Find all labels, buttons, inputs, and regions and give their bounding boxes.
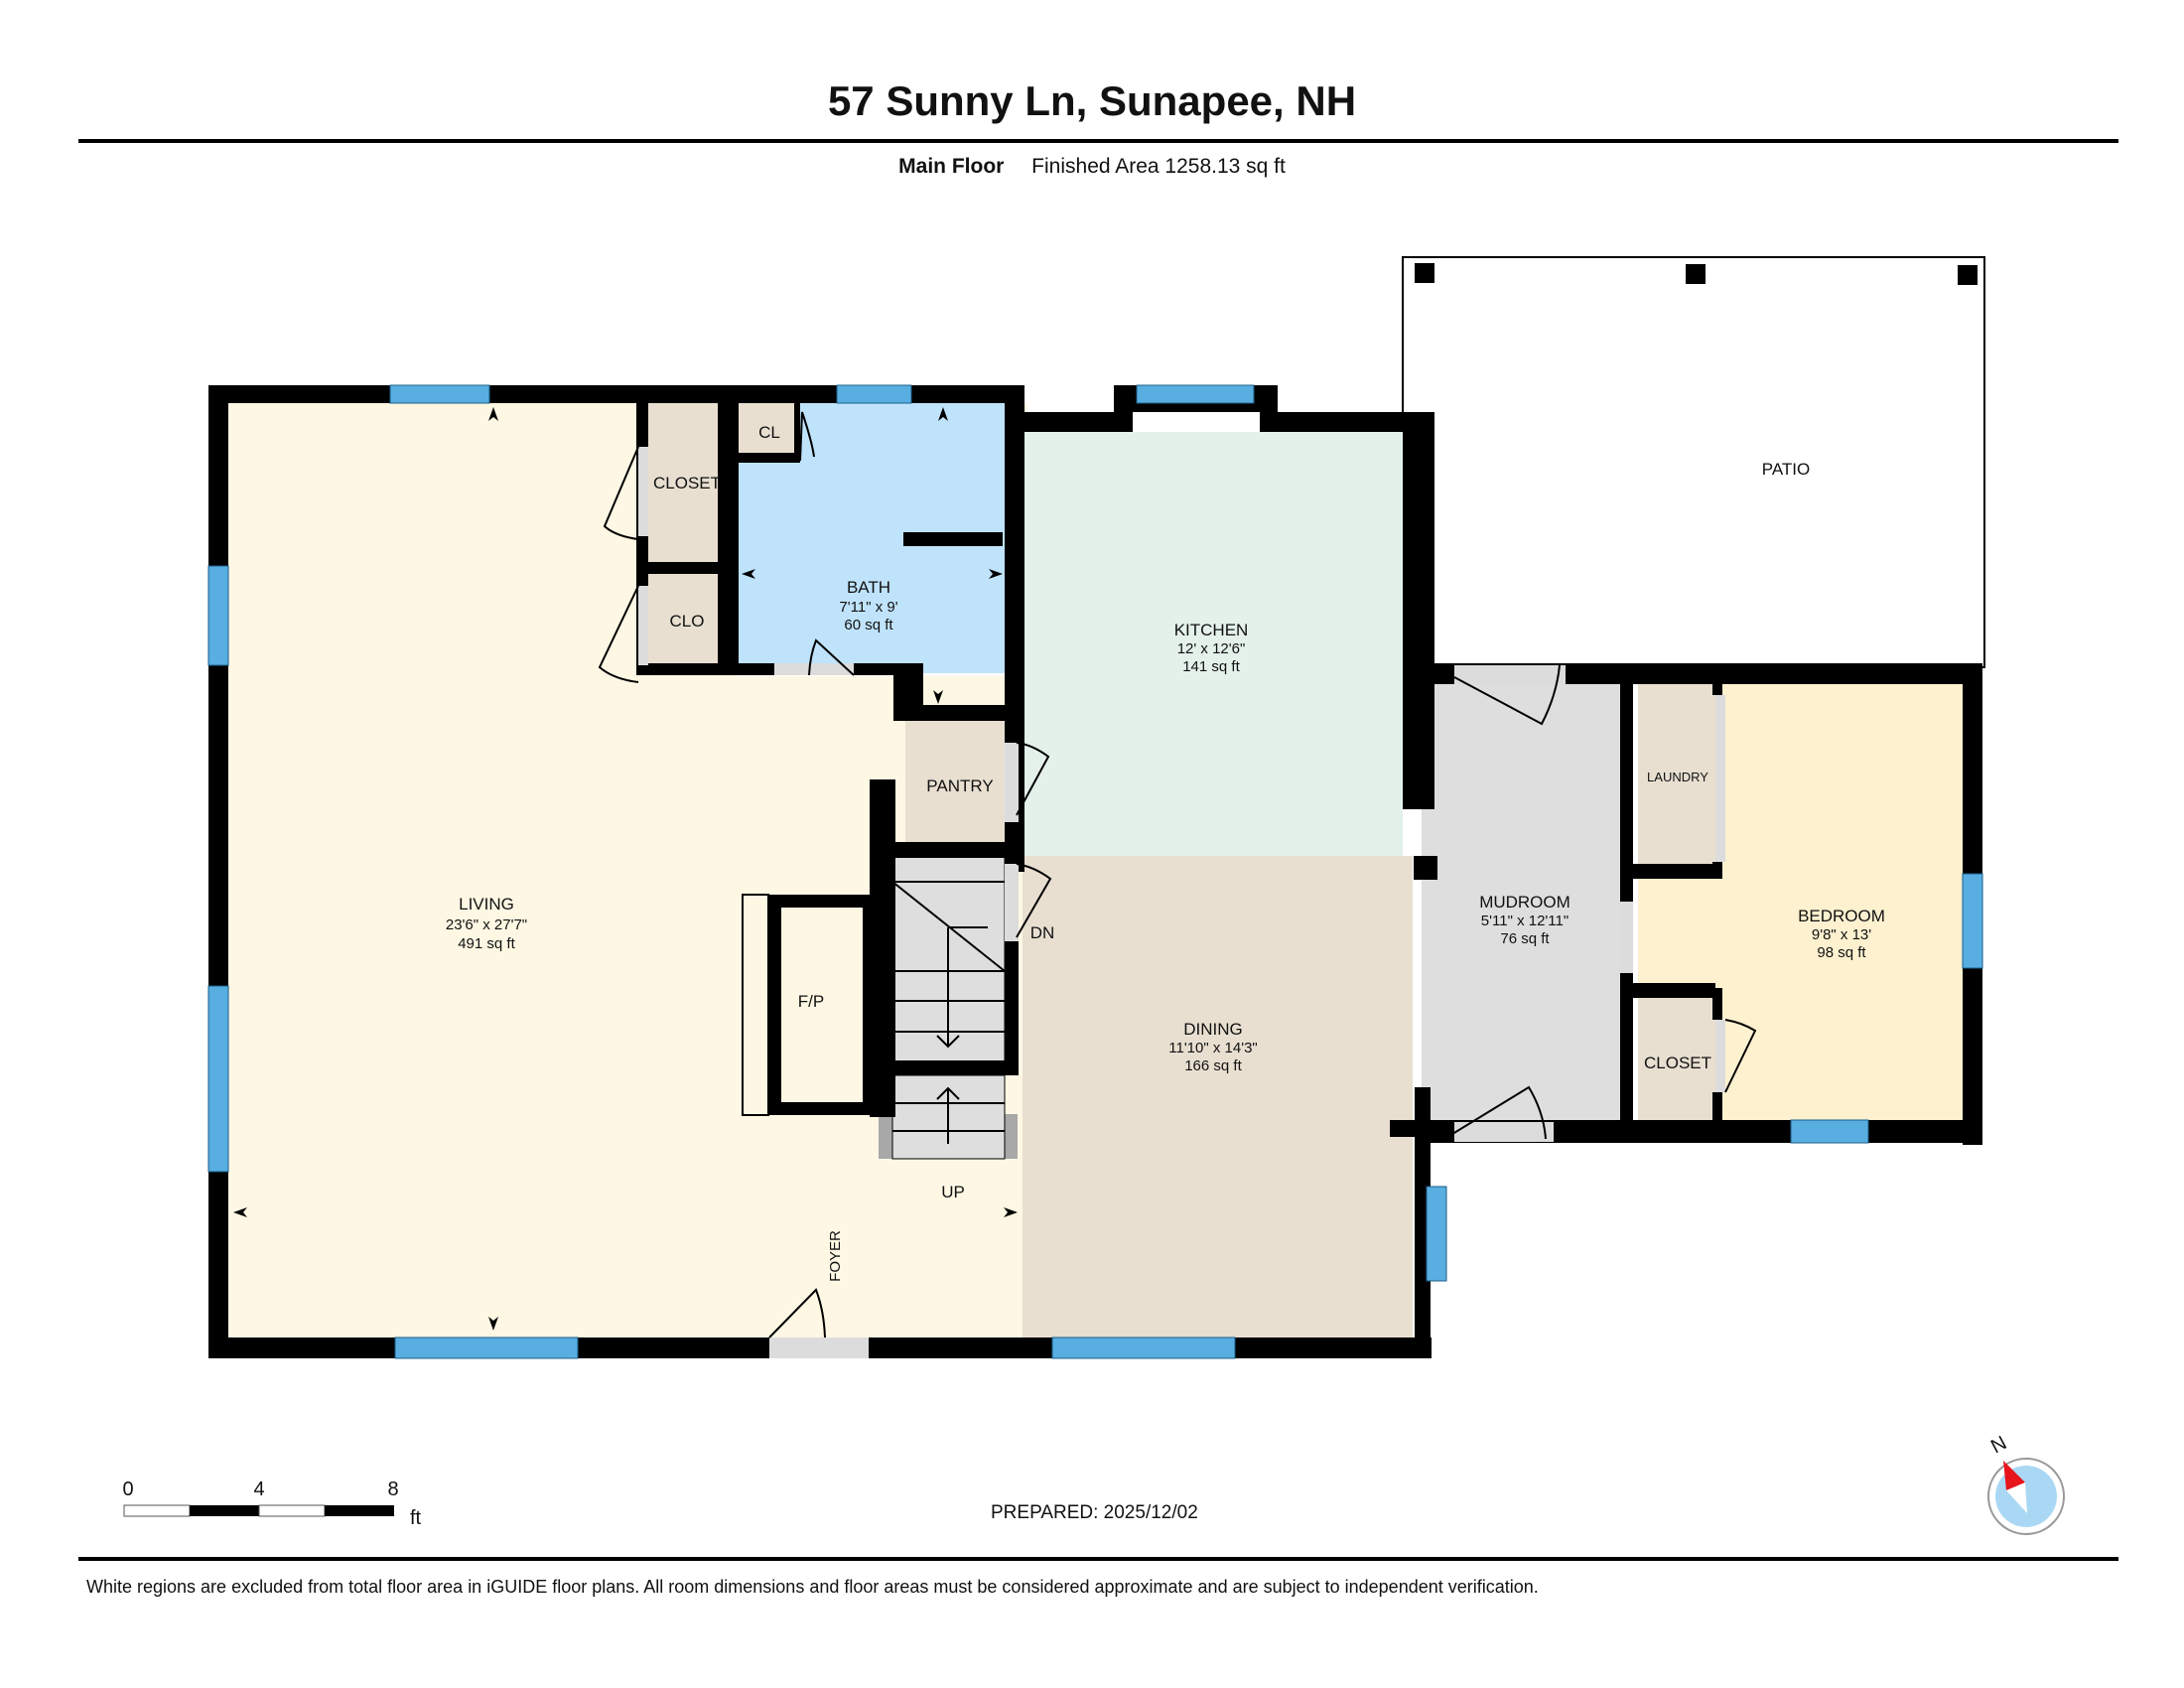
closet-bedroom[interactable] — [1638, 994, 1715, 1125]
closet-pantry[interactable] — [905, 719, 1017, 844]
closet-clo[interactable] — [647, 572, 727, 667]
post-icon — [1686, 264, 1706, 284]
label-mudroom: MUDROOM 5'11" x 12'11" 76 sq ft — [1479, 893, 1570, 947]
svg-text:LIVING: LIVING — [459, 895, 514, 914]
window-icon — [1790, 1119, 1869, 1144]
door-thresholds — [638, 447, 1725, 1358]
window-icon — [1136, 384, 1255, 404]
header-divider — [78, 139, 2118, 143]
window-icon — [1962, 873, 1983, 969]
room-mudroom[interactable] — [1422, 683, 1625, 1125]
svg-text:60 sq ft: 60 sq ft — [844, 617, 893, 633]
door-icon — [598, 585, 639, 683]
label-pantry: PANTRY — [926, 776, 993, 795]
svg-text:76 sq ft: 76 sq ft — [1500, 930, 1550, 947]
label-cl: CL — [758, 423, 780, 442]
label-bedroom: BEDROOM 9'8" x 13' 98 sq ft — [1798, 907, 1885, 961]
fireplace-label: F/P — [798, 992, 824, 1011]
post-icon — [1415, 263, 1434, 283]
door-icon — [1016, 863, 1052, 938]
closet-living[interactable] — [647, 403, 727, 562]
scale-tick-4: 4 — [253, 1478, 264, 1500]
scale-tick-8: 8 — [387, 1478, 398, 1500]
finished-area: Finished Area 1258.13 sq ft — [1031, 155, 1286, 178]
svg-text:7'11" x 9': 7'11" x 9' — [839, 599, 897, 616]
door-icon — [768, 1288, 826, 1338]
svg-text:11'10" x 14'3": 11'10" x 14'3" — [1168, 1040, 1258, 1056]
closet-laundry[interactable] — [1638, 683, 1715, 867]
svg-text:BATH: BATH — [847, 578, 890, 597]
door-icon — [603, 446, 639, 540]
window-icon — [1051, 1336, 1236, 1359]
scale-bar: 0 4 8 ft — [122, 1478, 421, 1529]
room-kitchen[interactable] — [1023, 429, 1403, 856]
svg-text:MUDROOM: MUDROOM — [1479, 893, 1570, 912]
room-patio[interactable]: PATIO — [1402, 256, 1985, 668]
compass-icon: N — [1987, 1432, 2065, 1535]
window-icon — [207, 985, 229, 1173]
door-icon — [1724, 1019, 1757, 1093]
stairs[interactable] — [879, 856, 1018, 1160]
door-swings — [598, 411, 1757, 1338]
svg-text:98 sq ft: 98 sq ft — [1817, 944, 1866, 961]
windows — [207, 384, 1983, 1359]
svg-text:491 sq ft: 491 sq ft — [458, 935, 515, 952]
window-icon — [1426, 1186, 1447, 1282]
disclaimer-text: White regions are excluded from total fl… — [86, 1577, 1539, 1597]
svg-text:166 sq ft: 166 sq ft — [1184, 1057, 1242, 1074]
svg-text:DINING: DINING — [1183, 1020, 1243, 1039]
compass-north-label: N — [1987, 1432, 2010, 1458]
patio-label: PATIO — [1762, 460, 1811, 479]
floor-name: Main Floor — [898, 155, 1005, 178]
room-dining[interactable] — [1023, 856, 1413, 1339]
floor-summary: Main Floor Finished Area 1258.13 sq ft — [0, 155, 2184, 179]
window-icon — [394, 1336, 579, 1359]
svg-text:5'11" x 12'11": 5'11" x 12'11" — [1481, 913, 1569, 929]
door-icon — [799, 411, 815, 462]
door-icon — [808, 638, 855, 676]
door-icon — [1453, 664, 1561, 726]
svg-text:23'6" x 27'7": 23'6" x 27'7" — [446, 916, 527, 933]
label-living: LIVING 23'6" x 27'7" 491 sq ft — [446, 895, 527, 952]
label-dining: DINING 11'10" x 14'3" 166 sq ft — [1168, 1020, 1258, 1074]
property-address-title: 57 Sunny Ln, Sunapee, NH — [827, 77, 1357, 124]
label-clo: CLO — [670, 612, 705, 631]
svg-text:KITCHEN: KITCHEN — [1174, 621, 1249, 639]
door-icon — [1443, 1085, 1547, 1140]
scale-unit: ft — [410, 1507, 422, 1529]
window-icon — [389, 384, 490, 404]
label-stairs-down: DN — [1030, 923, 1055, 942]
label-closet: CLOSET — [653, 474, 721, 492]
door-icon — [1016, 742, 1050, 816]
svg-text:9'8" x 13': 9'8" x 13' — [1812, 926, 1871, 943]
window-icon — [207, 565, 229, 666]
svg-text:141 sq ft: 141 sq ft — [1182, 658, 1240, 675]
post-icon — [1958, 265, 1978, 285]
prepared-date: PREPARED: 2025/12/02 — [991, 1502, 1198, 1523]
dimension-arrows — [233, 407, 1018, 1331]
fireplace[interactable]: F/P — [742, 894, 876, 1116]
label-kitchen: KITCHEN 12' x 12'6" 141 sq ft — [1174, 621, 1249, 675]
scale-tick-0: 0 — [122, 1478, 133, 1500]
label-laundry: LAUNDRY — [1647, 770, 1708, 784]
label-bath: BATH 7'11" x 9' 60 sq ft — [839, 578, 897, 633]
svg-text:BEDROOM: BEDROOM — [1798, 907, 1885, 925]
label-foyer: FOYER — [827, 1230, 844, 1282]
footer-divider — [78, 1557, 2118, 1561]
window-icon — [836, 384, 912, 404]
label-stairs-up: UP — [941, 1183, 965, 1201]
svg-text:12' x 12'6": 12' x 12'6" — [1177, 640, 1246, 657]
label-closet-bedroom: CLOSET — [1644, 1054, 1711, 1072]
